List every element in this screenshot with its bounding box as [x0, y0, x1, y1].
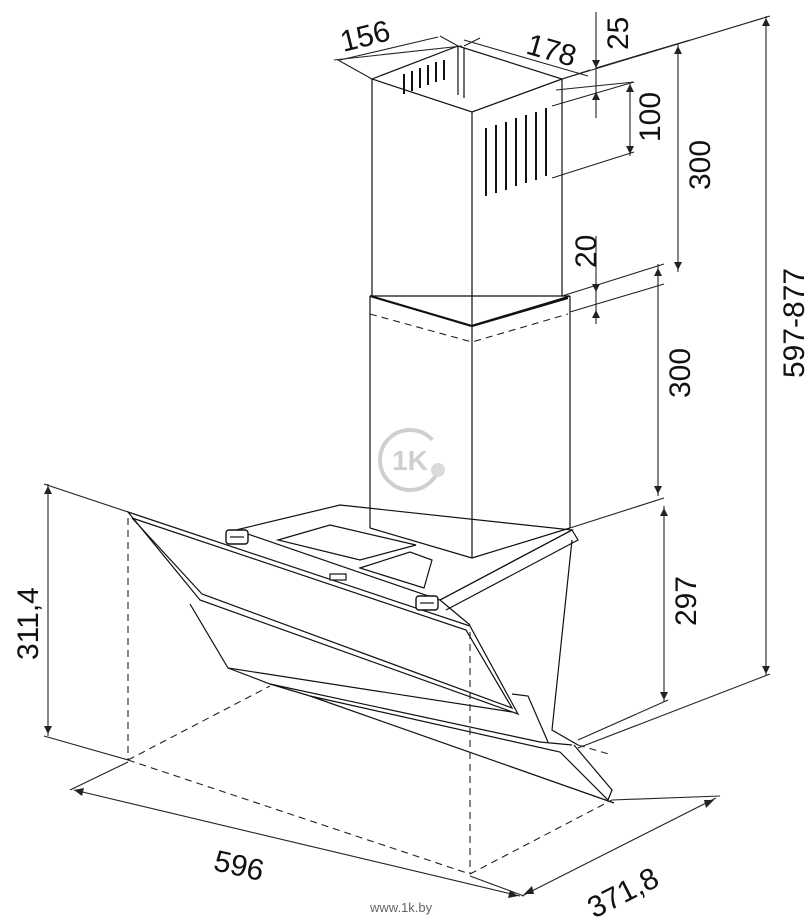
dim-label-156: 156: [337, 15, 394, 59]
dim-label-20: 20: [570, 235, 603, 268]
dim-label-311-4: 311,4: [12, 587, 45, 660]
dim-depth: 371,8: [521, 795, 721, 920]
hood-body: [126, 504, 615, 804]
vent-slots-back: [403, 60, 445, 94]
watermark-site: www.1k.by: [369, 900, 433, 915]
control-panel: [329, 573, 347, 581]
dim-label-371-8: 371,8: [582, 861, 664, 920]
dim-label-upper-300: 300: [684, 140, 717, 190]
dim-lower-section: 300: [569, 264, 697, 529]
watermark-logo: 1K: [378, 428, 445, 492]
dim-label-25: 25: [602, 17, 635, 50]
dim-label-lower-300: 300: [664, 348, 697, 398]
watermark-logo-text: 1K: [392, 445, 428, 476]
dim-hood-height: 297: [577, 506, 703, 741]
dim-top-offset: 25: [555, 12, 771, 118]
footprint-outline: [127, 518, 613, 875]
dim-label-596: 596: [211, 845, 267, 888]
dim-label-100: 100: [634, 92, 667, 142]
dim-upper-section: 300: [595, 39, 717, 272]
dim-label-597-877: 597-877: [778, 268, 811, 378]
dim-width: 596: [69, 761, 525, 898]
dim-label-178: 178: [523, 28, 580, 74]
dim-label-297: 297: [670, 576, 703, 626]
hinge-left: [225, 529, 249, 545]
vent-slots-front: [485, 108, 547, 196]
dim-vent-height: 100: [551, 81, 667, 179]
dim-glass-height: 311,4: [12, 483, 129, 761]
dim-total-height: 597-877: [577, 16, 811, 749]
dim-overlap: 20: [561, 235, 665, 324]
chimney-upper-section: [370, 45, 564, 326]
hinge-right: [415, 595, 439, 611]
